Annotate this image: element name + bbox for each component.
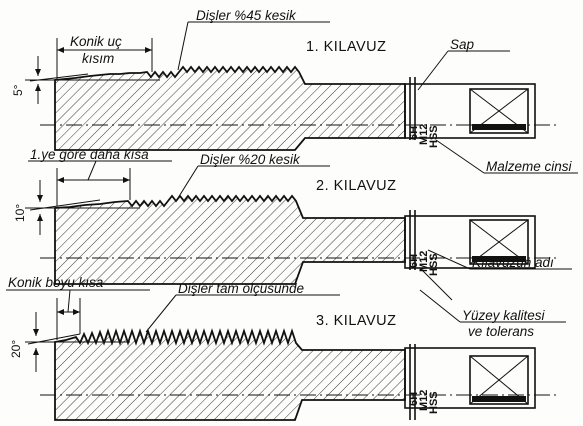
tap-1-square-drive	[469, 88, 529, 134]
tap-1-stamp: HSS M12 6H	[408, 124, 440, 148]
tap-3: 20° Konik boyu kısa Dişler tam ölçüsünde…	[6, 275, 566, 421]
tap-2-shank	[404, 215, 536, 269]
tap-1-threaded-body	[54, 65, 406, 151]
tap-3-threaded-body	[54, 328, 406, 421]
tap-1-shank	[404, 83, 536, 139]
tap-1-dim-label-top: Konik uç	[70, 34, 122, 49]
tap-1-teeth-label: Dişler %45 kesik	[196, 8, 297, 23]
tap-3-stamp: HSS M12 6H	[408, 390, 440, 414]
tap-2-stamp: HSS M12 6H	[408, 251, 440, 276]
svg-text:HSS: HSS	[428, 253, 440, 276]
tap-3-callout-surface-top: Yüzey kalitesi	[462, 308, 546, 323]
tap-1-callout-sap: Sap	[450, 37, 475, 52]
tap-3-square-drive	[469, 355, 529, 405]
tap-2-threaded-body	[54, 194, 406, 285]
svg-text:M12: M12	[418, 124, 430, 145]
tap-3-shank	[404, 347, 536, 409]
tap-3-teeth-label: Dişler tam ölçüsünde	[178, 281, 304, 296]
svg-text:HSS: HSS	[428, 125, 440, 148]
tap-1: 5° Konik uç kısım Dişler %45 kesik 1. KI…	[11, 8, 578, 174]
tap-1-title: 1. KILAVUZ	[306, 39, 386, 55]
tap-3-callout-surface-bottom: ve tolerans	[468, 324, 534, 339]
tap-2-dim-label: 1.ye göre daha kısa	[30, 147, 149, 162]
tap-3-angle-label: 20°	[9, 340, 23, 358]
tap-2-angle-label: 10°	[13, 204, 27, 222]
tap-2-teeth-label: Dişler %20 kesik	[200, 152, 301, 167]
tap-1-angle-label: 5°	[11, 84, 25, 96]
tap-3-title: 3. KILAVUZ	[316, 313, 396, 329]
svg-text:6H: 6H	[408, 392, 420, 406]
tap-2-square-drive	[469, 219, 529, 265]
svg-text:M12: M12	[418, 251, 430, 272]
svg-text:HSS: HSS	[428, 391, 440, 414]
svg-text:6H: 6H	[408, 254, 420, 268]
tap-2-callout-name: Kılavuzun adı	[472, 255, 554, 270]
tap-1-dim-label-bottom: kısım	[82, 51, 114, 66]
tap-2: 10° 1.ye göre daha kısa Dişler %20 kesik…	[13, 147, 572, 301]
tap-2-title: 2. KILAVUZ	[316, 178, 396, 194]
svg-text:M12: M12	[418, 390, 430, 411]
tap-1-callout-material: Malzeme cinsi	[486, 159, 573, 174]
svg-text:6H: 6H	[408, 126, 420, 140]
tap-3-dim-label: Konik boyu kısa	[8, 275, 104, 290]
